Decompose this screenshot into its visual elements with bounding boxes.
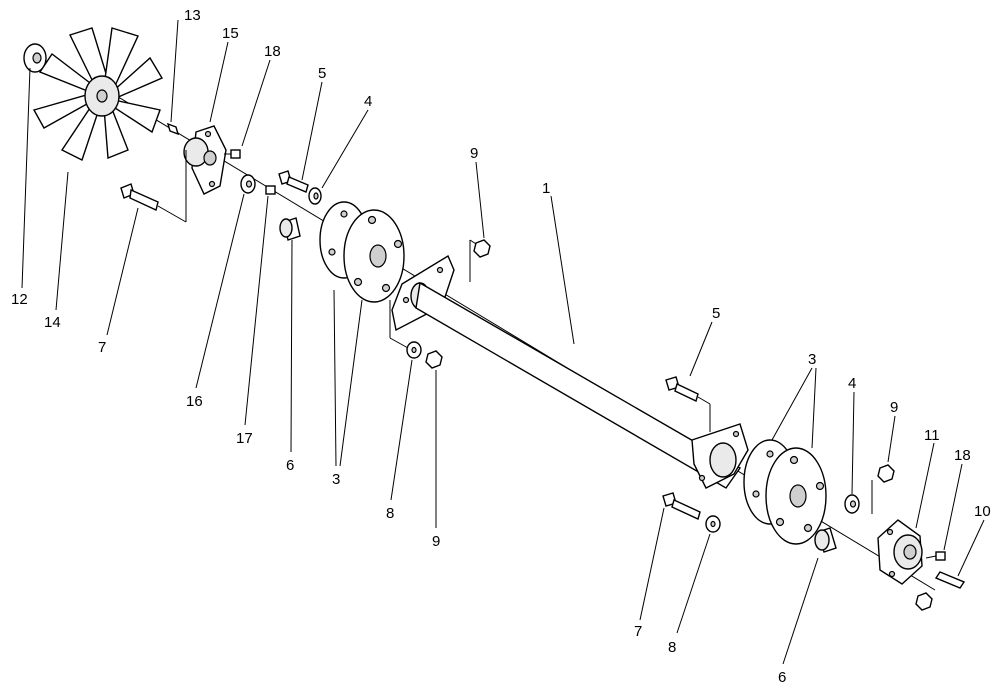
- callout-18-right: 18: [954, 447, 971, 464]
- part-18-grease-fitting-left: [224, 149, 241, 159]
- part-5-bolt-right: [665, 376, 711, 432]
- part-16-spacer: [240, 174, 256, 194]
- part-8-washer-right: [705, 515, 721, 533]
- callout-3-top: 3: [808, 351, 816, 368]
- callout-labels: 12 14 7 13 15 18 5 4 16 17 6 3 9 1 8 9 5…: [11, 7, 991, 686]
- callout-15: 15: [222, 25, 239, 42]
- callout-11: 11: [924, 427, 940, 444]
- part-9-nut-mid: [425, 350, 443, 369]
- callout-14: 14: [44, 314, 61, 331]
- part-15-flange-bearing: [183, 125, 227, 195]
- callout-10: 10: [974, 503, 991, 520]
- callout-17: 17: [236, 430, 253, 447]
- part-17-set-screw: [265, 185, 276, 195]
- callout-16: 16: [186, 393, 203, 410]
- part-5-bolt-left: [278, 170, 309, 193]
- callout-6-right: 6: [778, 669, 786, 686]
- callout-5-left: 5: [318, 65, 326, 82]
- callout-3-bottom: 3: [332, 471, 340, 488]
- callout-12: 12: [11, 291, 28, 308]
- callout-18-left: 18: [264, 43, 281, 60]
- callout-9-right: 9: [890, 399, 898, 416]
- part-13-key: [166, 122, 180, 136]
- part-6-bushing-left: [279, 217, 301, 241]
- callout-8-left: 8: [386, 505, 394, 522]
- callout-13: 13: [184, 7, 201, 24]
- callout-4-left: 4: [364, 93, 372, 110]
- callout-9-top: 9: [470, 145, 478, 162]
- part-18-grease-fitting-right: [925, 551, 946, 561]
- callout-7-left: 7: [98, 339, 106, 356]
- part-9-nut-bottom-right: [915, 592, 933, 611]
- part-4-bushing-left: [308, 187, 322, 205]
- callout-1: 1: [542, 180, 550, 197]
- part-9-nut-right: [871, 464, 895, 514]
- part-4-bushing-right: [844, 494, 860, 514]
- leader-lines: [21, 19, 985, 665]
- callout-4-right: 4: [848, 375, 856, 392]
- part-12-washer: [23, 43, 47, 73]
- part-3-coupling-discs-left: [319, 201, 405, 303]
- part-14-fan: [32, 27, 164, 161]
- part-7-bolt-right: [662, 492, 701, 520]
- part-8-washer-mid: [389, 300, 422, 359]
- part-3-coupling-discs-right: [743, 439, 827, 545]
- callout-5-right: 5: [712, 305, 720, 322]
- part-11-flange-bearing: [877, 519, 923, 585]
- callout-6-left: 6: [286, 457, 294, 474]
- part-9-nut-top: [469, 239, 491, 282]
- callout-9-mid: 9: [432, 533, 440, 550]
- part-1-shaft: [391, 254, 749, 489]
- part-7-bolt-left: [120, 150, 187, 223]
- callout-7-right: 7: [634, 623, 642, 640]
- part-10-key: [934, 571, 966, 589]
- part-6-bushing-right: [814, 527, 837, 553]
- callout-8-right: 8: [668, 639, 676, 656]
